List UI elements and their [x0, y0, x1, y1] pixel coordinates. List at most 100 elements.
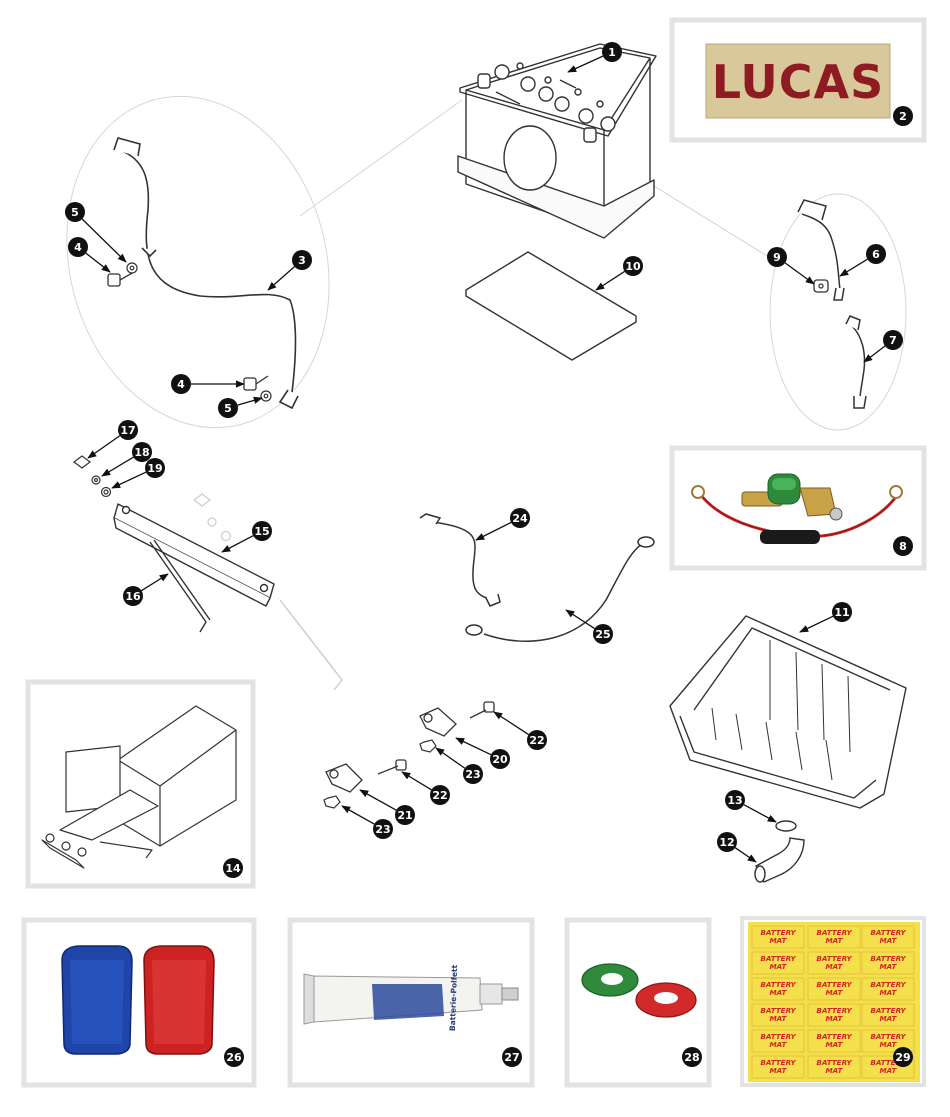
mat-label-text: MAT — [880, 1014, 898, 1023]
mat-label-text: BATTERY — [870, 1006, 906, 1015]
callout-number-battery-cable: 3 — [298, 254, 306, 267]
callout-number-battery-mat: 10 — [625, 260, 641, 273]
mat-label-cell — [807, 925, 861, 949]
callout-badge — [490, 749, 510, 769]
grease-tube-label: Batterie-Polfett — [448, 964, 459, 1031]
mat-label-cell — [751, 925, 805, 949]
mat-label-cell — [751, 1003, 805, 1027]
battery-tray — [669, 615, 907, 809]
mat-label-text: BATTERY — [760, 1006, 796, 1015]
mat-label-text: MAT — [880, 1040, 898, 1049]
callout-number-earth-lead: 24 — [512, 512, 528, 525]
callout-number-terminal-washers: 28 — [684, 1051, 699, 1064]
mat-label-cell — [807, 951, 861, 975]
callout-badge — [171, 374, 191, 394]
bolt — [107, 271, 269, 391]
terminal-clamp — [325, 707, 457, 793]
washer — [126, 262, 272, 402]
callout-badge — [883, 330, 903, 350]
bolt — [377, 701, 495, 775]
tray-cover-kit — [41, 705, 237, 869]
callout-number-clip: 13 — [727, 794, 742, 807]
terminal-covers — [61, 945, 215, 1055]
mat-label-text: BATTERY — [870, 1058, 906, 1067]
mat-label-text: BATTERY — [816, 1006, 852, 1015]
callout-badge — [510, 508, 530, 528]
callout-leader — [87, 435, 121, 459]
callout-leader — [475, 521, 512, 541]
callout-leader — [493, 711, 529, 736]
mat-label-text: MAT — [880, 936, 898, 945]
callout-number-washer: 5 — [71, 206, 79, 219]
callout-badge — [68, 237, 88, 257]
callout-number-bolt: 22 — [529, 734, 544, 747]
mat-label-cell — [807, 1003, 861, 1027]
mat-label-text: MAT — [770, 1066, 788, 1075]
callout-number-cut-off-switch: 8 — [899, 540, 907, 553]
mat-label-text: BATTERY — [760, 980, 796, 989]
mat-label-text: MAT — [826, 1066, 844, 1075]
clip — [775, 820, 797, 832]
callout-number-drain-tube: 12 — [719, 836, 734, 849]
callout-number-washer: 5 — [224, 402, 232, 415]
mat-label-cell — [861, 1029, 915, 1053]
mat-label-text: MAT — [770, 962, 788, 971]
callout-number-terminal-clamp: 21 — [397, 809, 412, 822]
mat-label-text: BATTERY — [870, 980, 906, 989]
callout-leader — [839, 258, 868, 277]
mat-label-cell — [861, 1003, 915, 1027]
callout-number-bolt: 22 — [432, 789, 447, 802]
battery-strap — [797, 199, 845, 301]
battery-cable — [113, 137, 299, 410]
mat-label-text: MAT — [826, 1014, 844, 1023]
connector — [813, 279, 829, 293]
callout-number-rod: 16 — [125, 590, 141, 603]
callout-leader — [221, 535, 254, 553]
terminal-washers — [581, 963, 697, 1018]
callout-badge — [65, 202, 85, 222]
callout-leader — [567, 55, 604, 73]
mat-label-text: BATTERY — [760, 1058, 796, 1067]
callout-leader — [565, 609, 595, 630]
earth-lead — [419, 513, 501, 607]
callout-badge — [767, 247, 787, 267]
terminal-grease: Batterie-Polfett — [303, 964, 519, 1031]
cut-off-switch — [691, 473, 903, 544]
mat-label-text: MAT — [770, 1014, 788, 1023]
lucas-text: LUCAS — [712, 55, 885, 109]
callout-badge — [395, 805, 415, 825]
mat-label-cell — [861, 951, 915, 975]
wing-nut — [73, 455, 91, 469]
callout-leader — [141, 573, 169, 592]
mat-label-text: BATTERY — [760, 954, 796, 963]
mat-label-text: MAT — [770, 988, 788, 997]
strap-group-ellipse — [769, 193, 907, 431]
callout-badge — [623, 256, 643, 276]
callout-number-wing-nut: 17 — [120, 424, 135, 437]
battery-mat-labels: BATTERYMATBATTERYMATBATTERYMATBATTERYMAT… — [748, 922, 920, 1082]
callout-leader — [341, 805, 375, 825]
mat-label-text: MAT — [880, 988, 898, 997]
callout-leader — [455, 737, 492, 756]
panel-terminal-covers — [21, 917, 257, 1088]
rod-ghost — [279, 599, 343, 691]
mat-label-text: BATTERY — [816, 1058, 852, 1067]
mat-label-text: MAT — [826, 1040, 844, 1049]
callout-leader — [267, 266, 295, 291]
callout-badge — [218, 398, 238, 418]
earth-strap — [845, 315, 867, 409]
callout-leader — [595, 270, 625, 291]
mat-label-cell — [751, 951, 805, 975]
battery — [457, 43, 657, 239]
callout-badge — [893, 106, 913, 126]
callout-leader — [734, 847, 757, 863]
callout-badge — [224, 1047, 244, 1067]
callout-badge — [118, 420, 138, 440]
callout-number-battery-strap: 6 — [872, 248, 880, 261]
callout-number-bolt: 4 — [74, 241, 82, 254]
callout-leader — [401, 771, 432, 791]
mat-label-cell — [751, 977, 805, 1001]
rod — [149, 539, 211, 633]
callout-number-bolt: 4 — [177, 378, 185, 391]
mat-label-text: BATTERY — [760, 1032, 796, 1041]
